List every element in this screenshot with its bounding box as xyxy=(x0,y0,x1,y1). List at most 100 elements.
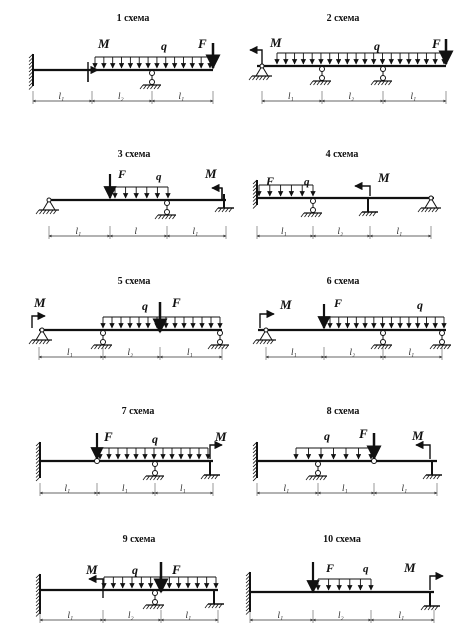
ground-hatch xyxy=(142,604,147,610)
ground-hatch xyxy=(313,80,317,86)
clamp-hatch xyxy=(433,474,437,480)
dim-label: l₁ xyxy=(284,483,290,493)
dim-label: l₁ xyxy=(402,483,408,493)
ground-hatch xyxy=(259,75,263,81)
ground-hatch xyxy=(259,339,264,345)
ground-hatch xyxy=(156,475,161,481)
wall-hatch xyxy=(245,610,251,615)
wall-hatch xyxy=(245,578,251,584)
wall-hatch xyxy=(28,71,34,76)
clamp-hatch xyxy=(225,207,229,213)
dim-label: l₁ xyxy=(278,610,284,620)
dim-label: l₁ xyxy=(186,610,192,620)
wall-hatch xyxy=(252,462,258,468)
dim-label: l₁ xyxy=(291,347,297,357)
wall-hatch xyxy=(28,74,34,80)
ground-hatch xyxy=(312,475,317,481)
clamp-hatch xyxy=(365,211,370,217)
wall-hatch xyxy=(252,441,258,447)
ground-hatch xyxy=(370,80,375,86)
roller-bottom xyxy=(439,339,445,345)
moment-label: M xyxy=(85,562,98,577)
scheme-title: 2 схема xyxy=(327,13,360,24)
q-label: q xyxy=(142,299,148,313)
wall-hatch xyxy=(35,469,41,475)
clamp-hatch xyxy=(426,474,430,480)
dim-label: l₂ xyxy=(128,610,134,620)
moment-arrow xyxy=(211,183,223,200)
clamp-hatch xyxy=(369,211,373,217)
clamp-hatch xyxy=(427,605,432,611)
wall-hatch xyxy=(245,599,251,605)
wall-hatch xyxy=(245,575,251,580)
dim-label: l₁ xyxy=(411,91,417,101)
ground-hatch xyxy=(311,212,315,218)
ground-hatch xyxy=(318,212,322,218)
clamp-hatch xyxy=(434,605,439,611)
pin-hinge xyxy=(46,197,52,203)
wall-hatch xyxy=(245,589,251,594)
wall-hatch xyxy=(35,466,41,471)
ground-hatch xyxy=(424,207,429,213)
ground-hatch xyxy=(305,475,310,481)
clamp-hatch xyxy=(431,605,435,611)
dim-label: l₁ xyxy=(397,226,403,236)
wall-hatch xyxy=(35,577,41,582)
ground-hatch xyxy=(97,344,102,350)
force-label: F xyxy=(171,295,181,310)
ground-hatch xyxy=(149,604,154,610)
ground-hatch xyxy=(146,84,151,90)
wall-hatch xyxy=(252,183,258,188)
scheme-title: 3 схема xyxy=(118,149,151,160)
ground-hatch xyxy=(270,339,274,345)
clamp-hatch xyxy=(218,603,223,609)
scheme-title: 7 схема xyxy=(122,406,155,417)
ground-hatch xyxy=(309,80,314,86)
scheme-title: 8 схема xyxy=(327,406,360,417)
wall-hatch xyxy=(245,603,251,608)
q-label: q xyxy=(156,171,162,183)
moment-arrow xyxy=(209,440,223,459)
moment-label: M xyxy=(214,429,227,444)
ground-hatch xyxy=(300,212,305,218)
roller-top xyxy=(439,330,445,336)
moment-arrow xyxy=(249,45,263,64)
wall-hatch xyxy=(28,81,34,87)
roller-top xyxy=(152,590,158,596)
scheme-title: 9 схема xyxy=(123,534,156,545)
wall-hatch xyxy=(35,584,41,589)
roller-bottom xyxy=(164,209,170,215)
clamp-hatch xyxy=(228,207,233,213)
ground-hatch xyxy=(388,80,392,86)
ground-hatch xyxy=(316,475,320,481)
ground-hatch xyxy=(153,84,158,90)
moment-label: M xyxy=(403,560,416,575)
clamp-hatch xyxy=(221,207,226,213)
wall-hatch xyxy=(35,612,41,617)
ground-hatch xyxy=(374,344,378,350)
clamp-hatch xyxy=(211,603,216,609)
dim-label: l₁ xyxy=(187,347,193,357)
dim-label: l₁ xyxy=(68,610,74,620)
q-label: q xyxy=(417,298,423,312)
wall-hatch xyxy=(252,473,258,478)
force-label: F xyxy=(265,174,274,188)
wall-hatch xyxy=(252,197,258,202)
wall-hatch xyxy=(35,448,41,454)
wall-hatch xyxy=(35,605,41,610)
pin-hinge xyxy=(263,327,269,333)
wall-hatch xyxy=(35,462,41,468)
moment-arrow xyxy=(354,181,371,196)
scheme-title: 4 схема xyxy=(326,149,359,160)
wall-hatch xyxy=(252,455,258,461)
wall-hatch xyxy=(28,85,34,90)
roller-bottom xyxy=(380,75,386,81)
roller-top xyxy=(149,70,155,76)
ground-hatch xyxy=(149,475,154,481)
ground-hatch xyxy=(436,344,441,350)
ground-hatch xyxy=(221,344,226,350)
